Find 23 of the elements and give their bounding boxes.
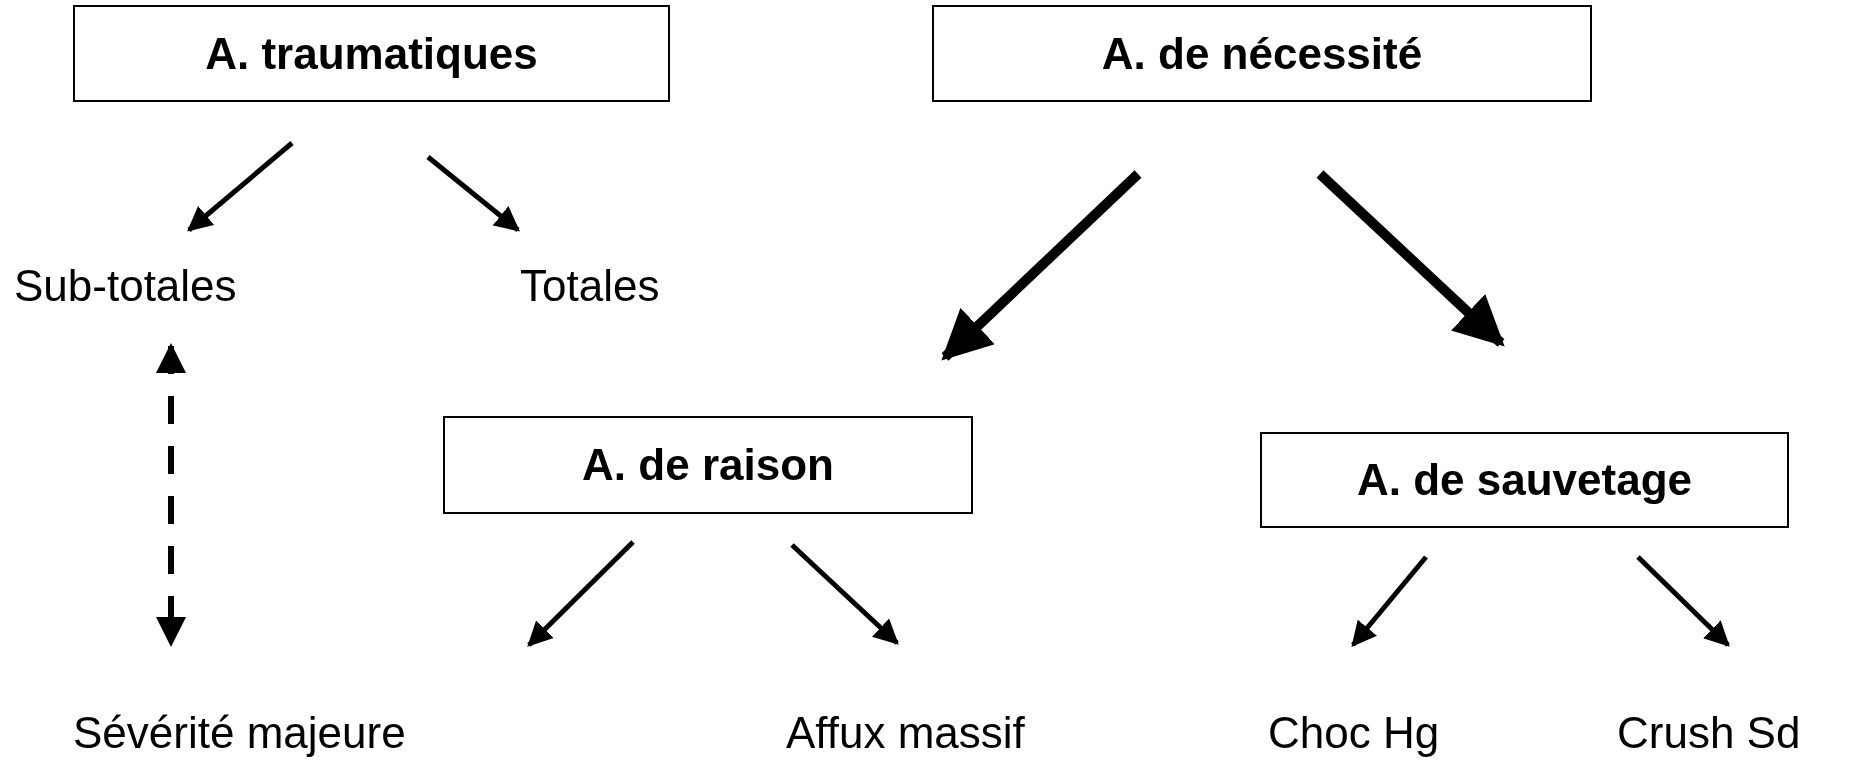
arrow [790, 543, 899, 645]
arrow [156, 343, 186, 647]
arrow [1316, 170, 1505, 347]
arrow [1636, 555, 1730, 647]
box-title: A. traumatiques [205, 28, 538, 79]
category-box [932, 5, 1592, 102]
category-label: Crush Sd [1617, 705, 1801, 761]
arrow [426, 155, 520, 232]
category-box [1260, 432, 1789, 528]
arrow [1351, 555, 1428, 647]
box-title: A. de raison [582, 440, 834, 490]
category-box [443, 416, 973, 514]
category-label: Sub-totales [14, 258, 237, 314]
category-label: Sévérité majeure [73, 705, 406, 761]
category-box [73, 5, 670, 102]
category-label: Affux massif [786, 705, 1025, 761]
box-title: A. de sauvetage [1357, 455, 1692, 505]
category-label: Totales [520, 258, 660, 314]
category-label: Choc Hg [1268, 705, 1440, 761]
arrow [941, 170, 1142, 361]
arrow [527, 540, 635, 647]
arrow [187, 141, 294, 232]
box-title: A. de nécessité [1101, 28, 1423, 79]
